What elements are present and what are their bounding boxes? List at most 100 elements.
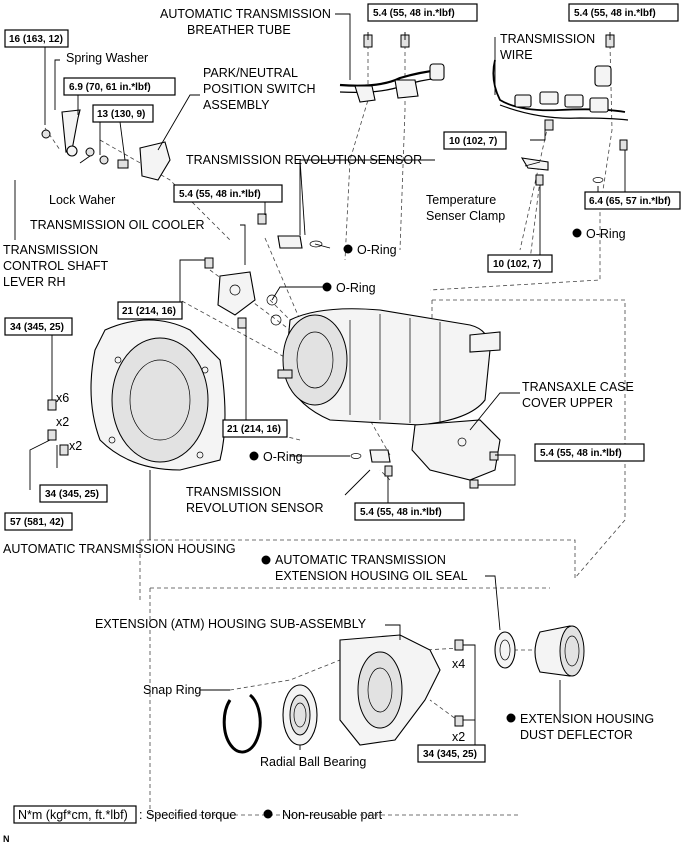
label-rev-sensor-bottom-line1: TRANSMISSION (186, 485, 281, 499)
label-breather-tube: AUTOMATIC TRANSMISSION BREATHER TUBE (160, 7, 334, 37)
nonreusable-dot-icon (343, 244, 353, 254)
torque-box-breather: 5.4 (55, 48 in.*lbf) (367, 3, 478, 22)
label-dust-deflector-line2: DUST DEFLECTOR (520, 728, 633, 742)
bearing-drawing (282, 684, 318, 746)
label-oring-4: O-Ring (263, 450, 303, 464)
qty-x2c: x2 (452, 730, 465, 744)
torque-box-switch: 13 (130, 9) (92, 104, 154, 123)
torque-box-ext-housing: 34 (345, 25) (417, 744, 486, 763)
label-control-shaft-line1: TRANSMISSION (3, 243, 98, 257)
label-ext-housing: EXTENSION (ATM) HOUSING SUB-ASSEMBLY (95, 617, 367, 631)
label-dust-deflector: EXTENSION HOUSING DUST DEFLECTOR (520, 712, 654, 742)
legend-nonreusable: Non-reusable part (282, 808, 383, 822)
label-radial-bearing: Radial Ball Bearing (260, 755, 366, 769)
oil-cooler-drawing (204, 257, 282, 329)
label-park-neutral-line1: PARK/NEUTRAL (203, 66, 298, 80)
label-rev-sensor-top: TRANSMISSION REVOLUTION SENSOR (186, 153, 422, 167)
label-park-neutral: PARK/NEUTRAL POSITION SWITCH ASSEMBLY (203, 66, 316, 112)
rev-sensor-bottom-drawing (350, 449, 393, 477)
rev-sensor-top-drawing (257, 213, 323, 249)
leader-lines (14, 13, 626, 750)
nonreusable-dot-icon (506, 713, 516, 723)
nonreusable-dot-icon (261, 555, 271, 565)
case-cover-drawing (411, 419, 501, 489)
label-breather-line2: BREATHER TUBE (187, 23, 291, 37)
transmission-body-drawing (277, 308, 501, 426)
legend-specified: : Specified torque (139, 808, 236, 822)
oring-3: O-Ring (572, 227, 626, 241)
footer-letter: N (3, 834, 10, 844)
qty-x2a: x2 (56, 415, 69, 429)
torque-housing-mid-text: 34 (345, 25) (45, 489, 99, 500)
label-temp-clamp-line2: Senser Clamp (426, 209, 505, 223)
label-case-cover: TRANSAXLE CASE COVER UPPER (522, 380, 634, 410)
torque-box-connector: 6.4 (65, 57 in.*lbf) (584, 191, 681, 210)
oring-4: O-Ring (249, 450, 303, 464)
label-spring-washer: Spring Washer (66, 51, 148, 65)
torque-ext-housing-text: 34 (345, 25) (423, 749, 477, 760)
legend-torque-box (13, 805, 137, 824)
label-control-shaft-line3: LEVER RH (3, 275, 66, 289)
label-breather-line1: AUTOMATIC TRANSMISSION (160, 7, 331, 21)
torque-box-rev-sensor: 5.4 (55, 48 in.*lbf) (173, 184, 283, 203)
legend-box-text: N*m (kgf*cm, ft.*lbf) (18, 808, 128, 822)
at-housing-drawing (47, 319, 226, 471)
label-oring-1: O-Ring (357, 243, 397, 257)
ext-housing-drawing (339, 634, 464, 746)
torque-rev-sensor-bottom-text: 5.4 (55, 48 in.*lbf) (360, 507, 442, 518)
torque-box-housing-top: 34 (345, 25) (4, 317, 73, 336)
torque-rev-sensor-text: 5.4 (55, 48 in.*lbf) (179, 189, 261, 200)
torque-box-wire-bolt: 10 (102, 7) (443, 131, 507, 150)
torque-box-wire-top: 5.4 (55, 48 in.*lbf) (568, 3, 679, 22)
label-oring-2: O-Ring (336, 281, 376, 295)
torque-box-cooler-top: 21 (214, 16) (117, 301, 183, 320)
oring-1: O-Ring (343, 243, 397, 257)
qty-x4: x4 (452, 657, 465, 671)
nonreusable-dot-icon (249, 451, 259, 461)
oil-seal-drawing (494, 631, 516, 669)
torque-lever-text: 16 (163, 12) (9, 34, 63, 45)
snap-ring-drawing (222, 693, 262, 754)
nonreusable-dot-icon (263, 809, 273, 819)
torque-box-cooler-bottom: 21 (214, 16) (222, 419, 288, 438)
label-lock-washer: Lock Waher (49, 193, 115, 207)
torque-housing-bottom-text: 57 (581, 42) (10, 517, 64, 528)
nonreusable-dot-icon (572, 228, 582, 238)
torque-box-cover: 5.4 (55, 48 in.*lbf) (534, 443, 645, 462)
label-at-housing: AUTOMATIC TRANSMISSION HOUSING (3, 542, 236, 556)
torque-cover-text: 5.4 (55, 48 in.*lbf) (540, 448, 622, 459)
torque-cooler-top-text: 21 (214, 16) (122, 306, 176, 317)
torque-housing-top-text: 34 (345, 25) (10, 322, 64, 333)
label-snap-ring: Snap Ring (143, 683, 201, 697)
label-dust-deflector-line1: EXTENSION HOUSING (520, 712, 654, 726)
label-transmission-wire: TRANSMISSION WIRE (500, 32, 595, 62)
legend: N*m (kgf*cm, ft.*lbf) : Specified torque… (13, 805, 383, 824)
label-transmission-wire-line2: WIRE (500, 48, 533, 62)
torque-clamp-text: 10 (102, 7) (493, 259, 541, 270)
torque-washer-text: 6.9 (70, 61 in.*lbf) (69, 82, 151, 93)
qty-x6: x6 (56, 391, 69, 405)
label-case-cover-line1: TRANSAXLE CASE (522, 380, 634, 394)
label-ext-oil-seal-line2: EXTENSION HOUSING OIL SEAL (275, 569, 468, 583)
dust-deflector-drawing (534, 625, 585, 677)
label-oil-cooler: TRANSMISSION OIL COOLER (30, 218, 205, 232)
torque-wire-bolt-text: 10 (102, 7) (449, 136, 497, 147)
breather-tube-drawing (339, 34, 445, 103)
torque-box-housing-bottom: 57 (581, 42) (4, 512, 73, 531)
label-park-neutral-line2: POSITION SWITCH (203, 82, 316, 96)
torque-box-washer: 6.9 (70, 61 in.*lbf) (63, 77, 176, 96)
label-park-neutral-line3: ASSEMBLY (203, 98, 270, 112)
ext-oil-seal-label: AUTOMATIC TRANSMISSION EXTENSION HOUSING … (261, 553, 468, 583)
qty-x2b: x2 (69, 439, 82, 453)
torque-cooler-bottom-text: 21 (214, 16) (227, 424, 281, 435)
label-temp-clamp-line1: Temperature (426, 193, 496, 207)
label-transmission-wire-line1: TRANSMISSION (500, 32, 595, 46)
torque-switch-text: 13 (130, 9) (97, 109, 145, 120)
transmission-wire-drawing (492, 34, 629, 183)
torque-connector-text: 6.4 (65, 57 in.*lbf) (589, 196, 671, 207)
torque-box-lever: 16 (163, 12) (4, 29, 69, 48)
label-ext-oil-seal-line1: AUTOMATIC TRANSMISSION (275, 553, 446, 567)
label-case-cover-line2: COVER UPPER (522, 396, 613, 410)
